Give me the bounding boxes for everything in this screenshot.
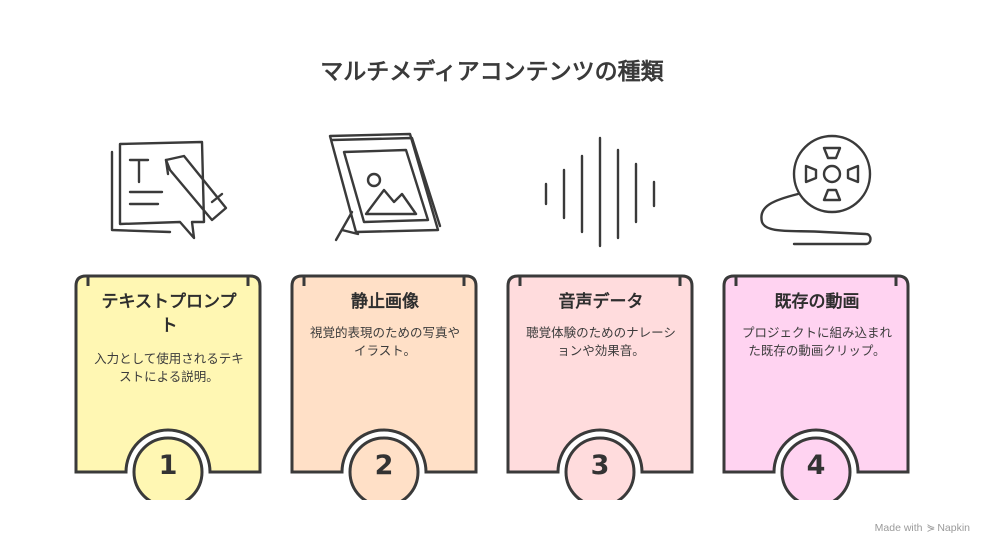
picture-frame-icon xyxy=(318,122,458,262)
card-2: 静止画像 視覚的表現のための写真やイラスト。 2 xyxy=(286,272,482,500)
card-number: 3 xyxy=(590,450,610,481)
card-title: 既存の動画 xyxy=(774,292,860,312)
card-title: テキストプロンプト xyxy=(101,292,237,336)
card-title: 静止画像 xyxy=(351,292,419,312)
card-description: 視覚的表現のための写真やイラスト。 xyxy=(310,325,461,358)
card-description: 入力として使用されるテキストによる説明。 xyxy=(94,351,244,384)
card-4: 既存の動画 プロジェクトに組み込まれた既存の動画クリップ。 4 xyxy=(718,272,914,500)
napkin-logo-icon: ⋟ xyxy=(926,522,936,534)
made-with-label: Made with xyxy=(874,522,923,534)
sound-wave-icon xyxy=(530,122,670,262)
film-reel-icon xyxy=(754,122,894,262)
card-1: テキストプロンプト 入力として使用されるテキストによる説明。 1 xyxy=(70,272,266,500)
text-prompt-pencil-icon xyxy=(100,122,240,262)
napkin-credit[interactable]: Made with⋟Napkin xyxy=(875,522,970,534)
card-title: 音声データ xyxy=(558,292,644,312)
card-number: 2 xyxy=(374,450,394,481)
card-number: 1 xyxy=(158,450,178,481)
card-number: 4 xyxy=(806,450,826,481)
brand-label: Napkin xyxy=(937,522,970,534)
card-description: 聴覚体験のためのナレーションや効果音。 xyxy=(526,325,676,358)
card-3: 音声データ 聴覚体験のためのナレーションや効果音。 3 xyxy=(502,272,698,500)
page-title: マルチメディアコンテンツの種類 xyxy=(320,59,664,85)
card-description: プロジェクトに組み込まれた既存の動画クリップ。 xyxy=(742,325,893,358)
